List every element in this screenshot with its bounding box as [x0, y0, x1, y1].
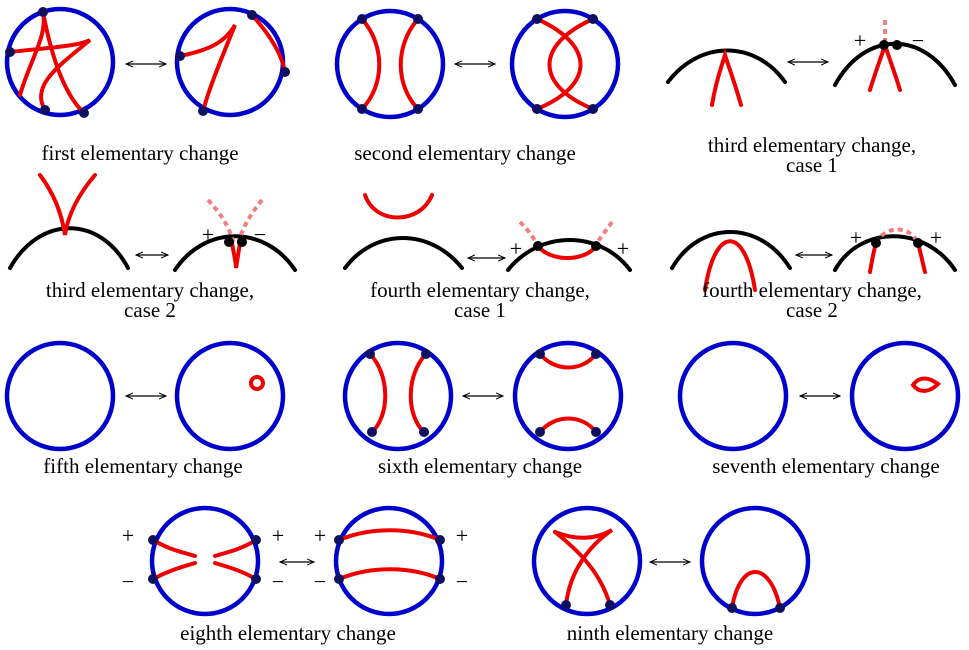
black-arc [833, 234, 957, 272]
boundary-circle-left [4, 340, 116, 452]
cusp-curve [230, 241, 242, 269]
curve [8, 38, 92, 112]
black-arc [506, 238, 632, 272]
panel-sixth: sixth elementary change [342, 340, 624, 478]
boundary-circle-left [4, 6, 116, 118]
curve [408, 352, 428, 434]
panel-first: first elementary change [4, 6, 290, 165]
caption: third elementary change, [46, 278, 254, 302]
boundary-circle-right [509, 8, 621, 120]
plus-sign: + [617, 236, 629, 261]
cusp-curve [710, 48, 743, 107]
plus-sign: + [850, 225, 862, 250]
curve [151, 538, 197, 558]
caption: first elementary change [41, 141, 238, 165]
plus-sign: + [510, 236, 522, 261]
plus-sign: + [456, 523, 468, 548]
panel-third-case-1: + − third elementary change, case 1 [666, 20, 957, 177]
black-arc [666, 48, 787, 84]
black-arc [343, 236, 464, 270]
panel-eighth: + − + − + − + − eighth elementary change [122, 505, 468, 645]
boundary-circle-right [849, 340, 961, 452]
curve [337, 528, 442, 542]
caption: eighth elementary change [180, 621, 396, 645]
boundary-circle-right [699, 505, 811, 617]
cap-curve [536, 244, 598, 260]
curve [398, 17, 420, 111]
minus-sign: − [254, 222, 266, 247]
minus-sign: − [272, 569, 284, 594]
curve [547, 17, 595, 111]
caption: seventh elementary change [712, 454, 939, 478]
minus-sign: − [912, 28, 924, 53]
plus-sign: + [122, 523, 134, 548]
panel-fifth: fifth elementary change [4, 340, 286, 478]
black-arc [670, 230, 792, 270]
minus-sign: − [122, 569, 134, 594]
curve [730, 570, 782, 610]
panel-ninth: ninth elementary change [531, 505, 811, 645]
panel-second: second elementary change [334, 8, 621, 165]
dashed-curve [874, 227, 920, 245]
curve [535, 17, 583, 111]
curve [368, 352, 388, 434]
plus-sign: + [930, 225, 942, 250]
boundary-circle-right [174, 340, 286, 452]
cap-curve [363, 193, 434, 220]
caption: ninth elementary change [567, 621, 773, 645]
black-arc [173, 234, 297, 272]
panel-fourth-case-1: + + fourth elementary change, case 1 [343, 193, 632, 322]
curve [553, 528, 614, 607]
small-loop [910, 376, 942, 393]
plus-sign: + [854, 28, 866, 53]
caption: fourth elementary change, [370, 278, 590, 302]
small-loop [249, 375, 265, 391]
curve [538, 352, 598, 370]
curve [553, 530, 612, 607]
curve [151, 561, 197, 581]
boundary-circle-right [512, 340, 624, 452]
boundary-circle-left [149, 505, 261, 617]
black-arc [8, 226, 130, 270]
caption: second elementary change [354, 141, 576, 165]
caption: third elementary change, [708, 133, 916, 157]
caption: case 2 [124, 298, 176, 322]
boundary-circle-left [531, 505, 643, 617]
curve [41, 10, 86, 115]
panel-seventh: seventh elementary change [677, 340, 961, 478]
boundary-circle-right [333, 505, 445, 617]
plus-sign: + [202, 222, 214, 247]
curve [213, 538, 258, 558]
cap-curve [703, 239, 757, 292]
curve [178, 23, 237, 113]
caption: case 1 [786, 153, 838, 177]
curve [337, 567, 442, 581]
caption: case 2 [786, 298, 838, 322]
curve [213, 561, 258, 581]
minus-sign: − [314, 569, 326, 594]
boundary-circle-left [334, 8, 446, 120]
cusp-curve [38, 173, 97, 236]
panel-fourth-case-2: + + fourth elementary change, case 2 [670, 225, 957, 322]
minus-sign: − [456, 569, 468, 594]
caption: case 1 [454, 298, 506, 322]
boundary-circle-left [677, 340, 789, 452]
caption: fifth elementary change [43, 454, 242, 478]
boundary-circle-left [342, 340, 454, 452]
plus-sign: + [272, 523, 284, 548]
cusp-curve [868, 38, 902, 92]
caption: sixth elementary change [378, 454, 582, 478]
curve [538, 416, 598, 434]
panel-third-case-2: + − third elementary change, case 2 [8, 173, 297, 322]
plus-sign: + [314, 523, 326, 548]
curve [360, 17, 382, 111]
caption: fourth elementary change, [702, 278, 922, 302]
boundary-circle-right [174, 6, 286, 118]
